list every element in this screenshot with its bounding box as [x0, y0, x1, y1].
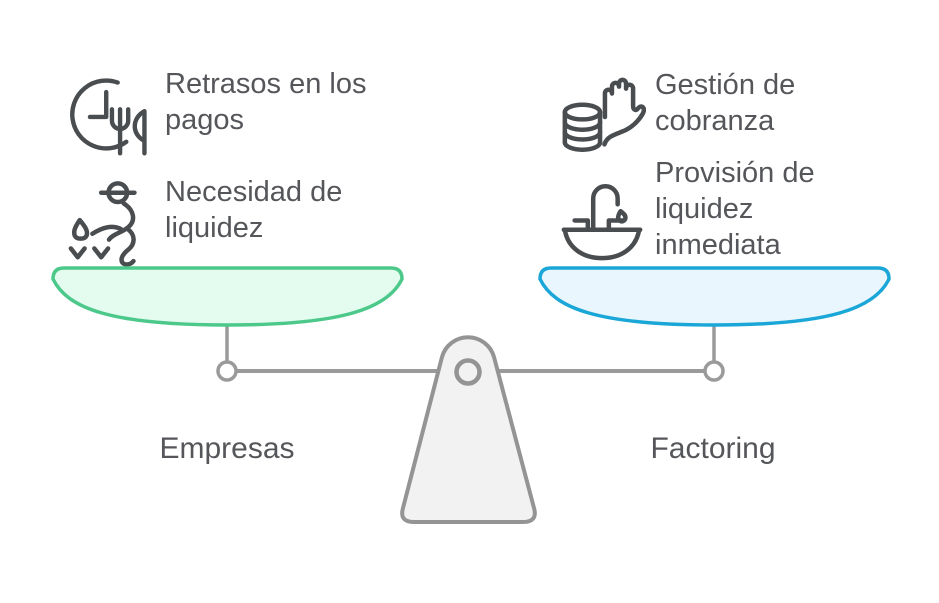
right-pan-label: Factoring [650, 432, 776, 465]
right-joint-circle [703, 360, 725, 382]
right-item-2-text: Provisión de liquidez inmediata [655, 157, 815, 261]
left-item-2-text: Necesidad de liquidez [165, 176, 343, 244]
fulcrum [400, 335, 537, 524]
pivot-circle [454, 358, 482, 386]
left-joint-circle [216, 360, 238, 382]
clock-utensils-icon [70, 78, 147, 156]
sower-icon [68, 181, 137, 267]
right-pan [538, 266, 891, 327]
left-pan [51, 266, 404, 327]
left-pan-label: Empresas [159, 432, 295, 465]
right-item-1-text: Gestión de cobranza [655, 69, 796, 137]
faucet-basin-icon [561, 184, 643, 261]
left-item-1-text: Retrasos en los pagos [165, 68, 367, 136]
hand-coins-icon [562, 77, 646, 152]
